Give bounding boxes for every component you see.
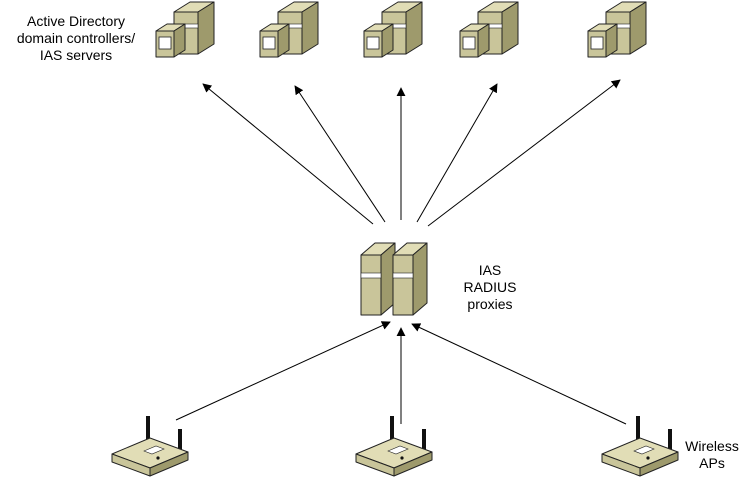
proxy-label-line-3: proxies xyxy=(467,296,513,312)
wireless-access-point-icon xyxy=(601,416,679,477)
proxy-label-line-2: RADIUS xyxy=(463,279,517,295)
dc-label-line-1: Active Directory xyxy=(26,13,126,29)
radius-proxies-label: IAS RADIUS proxies xyxy=(450,262,530,313)
arrow-to-domain-controller xyxy=(427,79,621,227)
dc-label-line-3: IAS servers xyxy=(39,47,113,63)
arrow-to-domain-controller xyxy=(202,83,374,225)
arrow-to-radius-proxy xyxy=(411,323,627,425)
arrows-group xyxy=(175,79,627,425)
domain-controller-server-icon xyxy=(587,1,647,58)
wireless-aps-group xyxy=(111,416,679,477)
wireless-access-point-icon xyxy=(355,416,433,477)
domain-controller-server-icon xyxy=(363,1,423,58)
domain-controller-server-icon xyxy=(459,1,519,58)
arrow-to-domain-controller xyxy=(294,85,386,223)
arrow-to-radius-proxy xyxy=(175,321,391,421)
radius-proxy-server-icon xyxy=(360,242,396,316)
domain-controllers-group xyxy=(155,1,647,58)
ap-label-line-2: APs xyxy=(699,455,725,471)
wireless-aps-label: Wireless APs xyxy=(676,438,748,472)
dc-label-line-2: domain controllers/ xyxy=(16,30,136,46)
arrow-to-domain-controller xyxy=(416,83,498,223)
ap-label-line-1: Wireless xyxy=(685,438,739,454)
domain-controller-server-icon xyxy=(155,1,215,58)
proxy-label-line-1: IAS xyxy=(478,262,502,278)
domain-controllers-label: Active Directory domain controllers/ IAS… xyxy=(6,13,146,64)
domain-controller-server-icon xyxy=(259,1,319,58)
radius-proxies-group xyxy=(360,242,428,316)
radius-proxy-server-icon xyxy=(392,242,428,316)
wireless-access-point-icon xyxy=(111,416,189,477)
